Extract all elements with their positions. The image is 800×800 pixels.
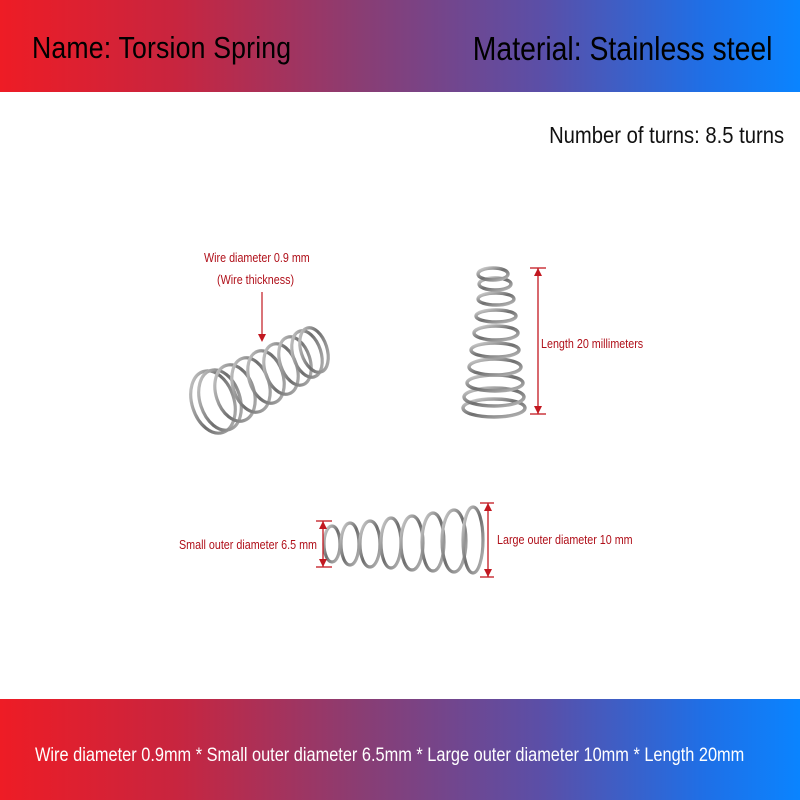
top-banner — [0, 0, 800, 92]
spring-conical-view — [461, 266, 527, 419]
wire-diameter-label: Wire diameter 0.9 mm — [204, 251, 310, 265]
length-dimension — [530, 267, 546, 415]
length-label: Length 20 millimeters — [541, 337, 644, 351]
large-diameter-dimension — [480, 502, 494, 578]
wire-diameter-pointer — [258, 292, 266, 342]
spring-horizontal-view — [322, 505, 485, 575]
product-material: Material: Stainless steel — [472, 30, 772, 67]
spec-summary: Wire diameter 0.9mm * Small outer diamet… — [35, 745, 745, 766]
large-outer-diameter-label: Large outer diameter 10 mm — [497, 533, 633, 547]
number-of-turns: Number of turns: 8.5 turns — [548, 122, 784, 148]
wire-thickness-label: (Wire thickness) — [217, 273, 295, 287]
small-outer-diameter-label: Small outer diameter 6.5 mm — [179, 538, 318, 552]
product-name: Name: Torsion Spring — [32, 30, 292, 65]
spring-side-view — [189, 326, 330, 435]
small-diameter-dimension — [316, 520, 332, 568]
bottom-banner — [0, 699, 800, 800]
